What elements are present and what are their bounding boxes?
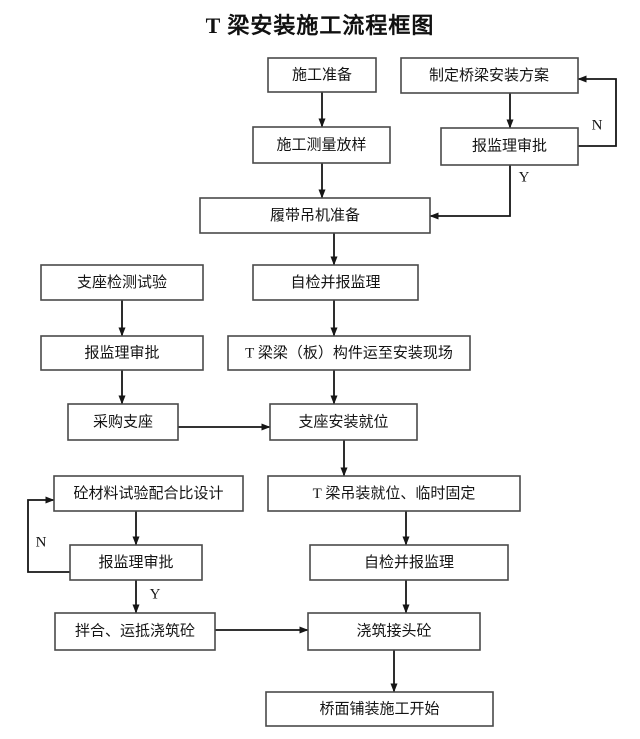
node-self-check-report-2[interactable]: 自检并报监理 xyxy=(309,544,509,581)
page-title: T 梁安装施工流程框图 xyxy=(205,13,435,38)
node-label: 支座检测试验 xyxy=(77,274,167,291)
node-concrete-mix-design[interactable]: 砼材料试验配合比设计 xyxy=(53,475,244,512)
node-supervisor-approval-3[interactable]: 报监理审批 xyxy=(69,544,203,581)
edge-label-y-right: Y xyxy=(519,169,530,185)
node-beam-lift-and-fix[interactable]: T 梁吊装就位、临时固定 xyxy=(267,475,521,512)
node-label: 砼材料试验配合比设计 xyxy=(73,485,223,502)
node-label: 报监理审批 xyxy=(84,344,159,361)
edge-label-n-left: N xyxy=(36,534,47,550)
node-beam-transport-to-site[interactable]: T 梁梁（板）构件运至安装现场 xyxy=(227,335,471,371)
node-label: 制定桥梁安装方案 xyxy=(429,66,549,84)
edge-approval-1-no-feedback xyxy=(577,75,617,147)
node-pour-joint-concrete[interactable]: 浇筑接头砼 xyxy=(307,612,481,651)
node-label: 自检并报监理 xyxy=(364,554,454,571)
node-bridge-install-plan[interactable]: 制定桥梁安装方案 xyxy=(400,57,579,94)
node-label: 浇筑接头砼 xyxy=(356,622,431,639)
edge-approval-1-yes-to-crane xyxy=(429,165,511,220)
node-label: 施工准备 xyxy=(292,66,352,83)
node-label: 报监理审批 xyxy=(472,137,547,154)
node-crawler-crane-prep[interactable]: 履带吊机准备 xyxy=(199,197,431,234)
node-self-check-report-1[interactable]: 自检并报监理 xyxy=(252,264,419,301)
edge-labels-layer: N Y N Y xyxy=(36,117,603,602)
edges-layer xyxy=(27,75,617,693)
node-construction-prep[interactable]: 施工准备 xyxy=(267,57,377,93)
node-label: 支座安装就位 xyxy=(298,413,388,430)
node-bearing-test[interactable]: 支座检测试验 xyxy=(40,264,204,301)
node-label: 履带吊机准备 xyxy=(270,207,360,224)
node-label: 桥面铺装施工开始 xyxy=(319,700,439,717)
edge-label-y-left: Y xyxy=(150,586,161,602)
node-label: 自检并报监理 xyxy=(290,274,380,291)
node-label: 施工测量放样 xyxy=(276,136,366,153)
node-supervisor-approval-1[interactable]: 报监理审批 xyxy=(440,127,579,166)
node-label: T 梁梁（板）构件运至安装现场 xyxy=(245,343,453,361)
node-deck-paving-start[interactable]: 桥面铺装施工开始 xyxy=(265,691,494,727)
node-bearing-installation[interactable]: 支座安装就位 xyxy=(269,403,418,441)
node-label: 报监理审批 xyxy=(98,554,173,571)
nodes-layer: 施工准备 制定桥梁安装方案 施工测量放样 报监理审批 履带吊机准备 支座检测试验 xyxy=(40,57,579,727)
node-label: 拌合、运抵浇筑砼 xyxy=(75,622,195,639)
edge-label-n-right: N xyxy=(592,117,603,133)
node-construction-survey[interactable]: 施工测量放样 xyxy=(252,126,391,164)
node-label: T 梁吊装就位、临时固定 xyxy=(313,485,476,502)
node-purchase-bearing[interactable]: 采购支座 xyxy=(67,403,179,441)
edge-approval-3-no-feedback xyxy=(27,496,70,573)
node-mix-and-deliver-concrete[interactable]: 拌合、运抵浇筑砼 xyxy=(54,612,216,651)
node-label: 采购支座 xyxy=(93,413,153,430)
node-supervisor-approval-2[interactable]: 报监理审批 xyxy=(40,335,204,371)
